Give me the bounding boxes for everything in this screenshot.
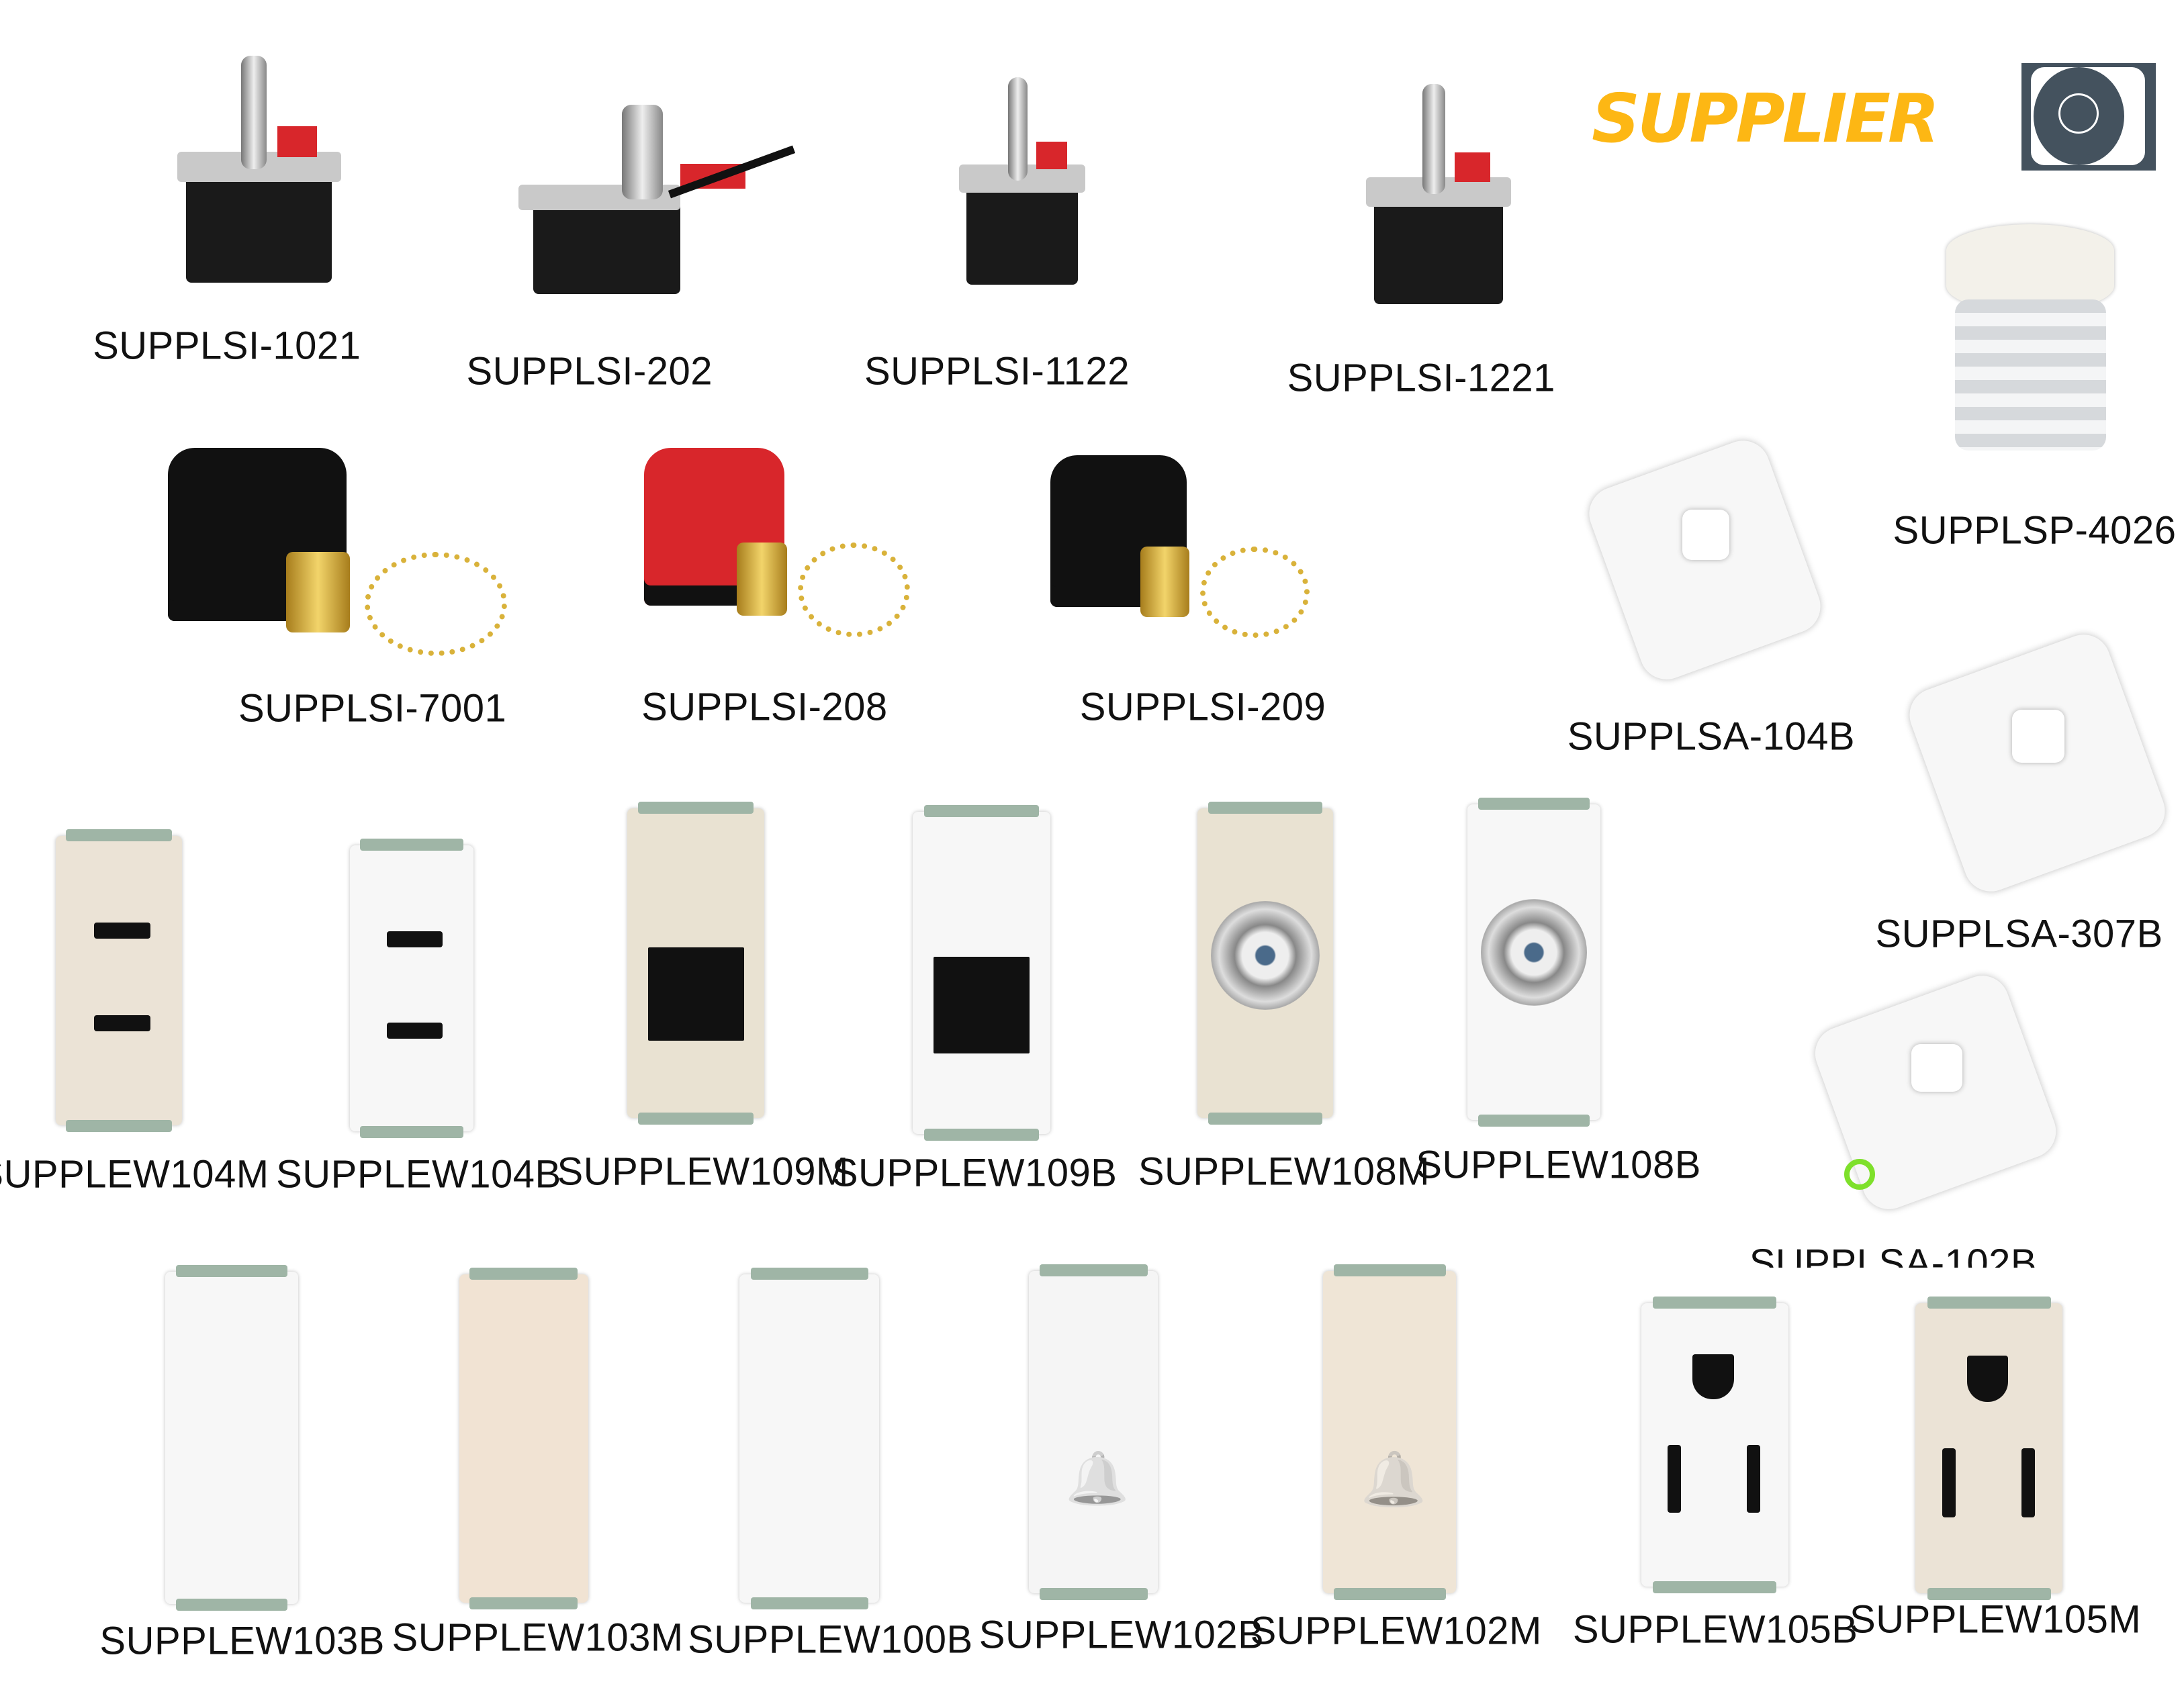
plate	[459, 1267, 588, 1609]
plate-blank-switch-image	[165, 1257, 299, 1618]
product-code-label: SUPPLSI-208	[641, 685, 888, 729]
product-code-label: SUPPLSI-1122	[864, 349, 1130, 393]
socket-adapter-image	[1946, 224, 2115, 476]
product-code-label: SUPPLSA-104B	[1567, 714, 1856, 759]
plate	[165, 1264, 299, 1611]
product-code-label: SUPPLSI-7001	[238, 686, 507, 731]
outlet-slot	[387, 931, 443, 947]
product-code-label: SUPPLEW103B	[99, 1619, 385, 1663]
pull-chain-switch-image	[644, 448, 924, 658]
product-code-label: SUPPLSI-209	[1079, 685, 1326, 729]
plate-outlet-3-image	[1915, 1290, 2063, 1605]
outlet-slot	[93, 1015, 151, 1032]
plate-phone-jack-image	[627, 795, 765, 1131]
plate-coax-image	[1467, 791, 1601, 1134]
plate-blank-switch-image	[459, 1260, 588, 1617]
outlet-slot	[1747, 1444, 1761, 1513]
product-code-label: SUPPLSA-102B	[1749, 1241, 2038, 1268]
toggle-switch-image	[1358, 84, 1519, 329]
plate	[913, 805, 1050, 1141]
plate	[1915, 1297, 2063, 1600]
outlet-slot	[1942, 1448, 1956, 1518]
product-code-label: SUPPLEW105B	[1572, 1607, 1858, 1652]
bell-icon: 🔔	[1360, 1448, 1427, 1509]
switch-button	[2012, 710, 2065, 763]
plate-blank-switch-image	[739, 1260, 880, 1617]
product-code-label: SUPPLEW109M	[557, 1149, 849, 1194]
plate: 🔔	[1323, 1264, 1457, 1600]
plate-coax-image	[1197, 795, 1333, 1131]
toggle-switch-wired-image	[504, 105, 799, 315]
outlet-slot	[1668, 1444, 1682, 1513]
outlet-slot	[2021, 1448, 2035, 1518]
plate-outlet-2-image	[56, 823, 183, 1138]
bell-icon: 🔔	[1065, 1450, 1130, 1507]
product-code-label: SUPPLEW109B	[831, 1151, 1118, 1195]
product-code-label: SUPPLEW102M	[1250, 1609, 1542, 1653]
plate	[627, 802, 765, 1125]
product-code-label: SUPPLSI-1021	[93, 324, 361, 368]
led-indicator	[1844, 1158, 1876, 1190]
supplier-logo: SUPPLIER	[1592, 63, 2156, 177]
toggle-switch-image	[952, 77, 1093, 308]
plate-bell-image: 🔔	[1323, 1257, 1457, 1607]
toggle-switch-image	[168, 56, 350, 308]
inline-switch-led-image	[1807, 968, 2064, 1217]
rj11-jack	[647, 947, 744, 1041]
coax-connector	[1480, 899, 1588, 1006]
plate-outlet-3-image	[1641, 1290, 1788, 1599]
plate: 🔔	[1029, 1264, 1158, 1600]
plate	[1197, 802, 1333, 1125]
product-code-label: SUPPLEW104M	[0, 1152, 269, 1196]
product-code-label: SUPPLEW108B	[1416, 1143, 1701, 1187]
product-code-label: SUPPLEW100B	[688, 1617, 973, 1662]
product-code-label: SUPPLSA-307B	[1875, 912, 2163, 956]
product-code-label: SUPPLEW102B	[979, 1613, 1265, 1657]
product-code-label: SUPPLEW103M	[392, 1615, 684, 1660]
plate	[1641, 1296, 1788, 1593]
switch-button	[1911, 1044, 1962, 1092]
product-code-label: SUPPLSP-4026	[1893, 508, 2177, 553]
ground-slot	[1692, 1354, 1734, 1400]
product-code-label: SUPPLEW108M	[1138, 1149, 1430, 1194]
plug-logo-icon	[2021, 63, 2156, 171]
inline-switch-image	[1581, 432, 1829, 688]
product-code-label: SUPPLEW105M	[1850, 1597, 2142, 1642]
plate	[56, 829, 183, 1133]
plate	[1467, 798, 1601, 1127]
pull-chain-switch-image	[1050, 455, 1324, 658]
plate	[350, 839, 473, 1138]
inline-switch-image	[1902, 626, 2173, 899]
plate	[739, 1267, 880, 1609]
plate-phone-jack-image	[913, 798, 1050, 1147]
rj11-jack	[934, 957, 1030, 1053]
pull-chain-switch-image	[168, 448, 525, 679]
ground-slot	[1966, 1355, 2009, 1402]
product-code-label: SUPPLSI-202	[466, 349, 713, 393]
plate-bell-image: 🔔	[1029, 1257, 1158, 1607]
outlet-slot	[387, 1023, 443, 1039]
outlet-slot	[93, 923, 151, 939]
plate-outlet-2-image	[350, 833, 473, 1144]
switch-button	[1682, 509, 1730, 560]
product-code-label: SUPPLEW104B	[276, 1152, 561, 1196]
product-code-label: SUPPLSI-1221	[1287, 356, 1555, 400]
coax-connector	[1210, 901, 1320, 1010]
logo-text: SUPPLIER	[1592, 79, 1940, 158]
